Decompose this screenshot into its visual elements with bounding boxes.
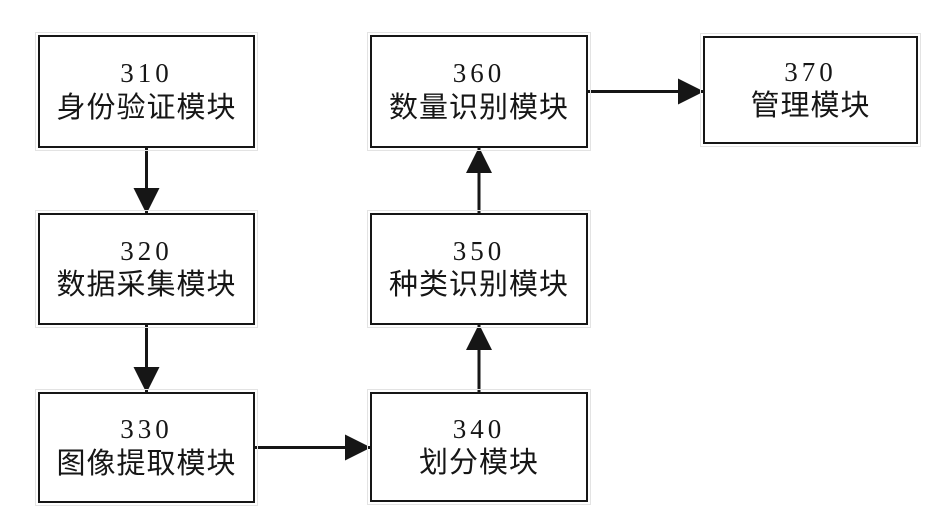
node-370: 370 管理模块: [700, 33, 921, 147]
node-340: 340 划分模块: [367, 389, 591, 505]
node-330: 330 图像提取模块: [35, 389, 258, 506]
node-number: 370: [784, 56, 837, 87]
node-number: 320: [120, 235, 173, 266]
node-label: 数量识别模块: [388, 91, 569, 124]
node-number: 360: [452, 58, 506, 89]
node-label: 种类识别模块: [388, 269, 569, 302]
node-label: 图像提取模块: [56, 447, 237, 480]
node-360: 360 数量识别模块: [367, 32, 591, 151]
node-310: 310 身份验证模块: [35, 32, 258, 151]
node-number: 350: [452, 235, 506, 266]
node-number: 310: [120, 58, 173, 89]
node-label: 划分模块: [418, 447, 539, 480]
node-number: 340: [452, 413, 506, 444]
node-label: 数据采集模块: [56, 269, 237, 302]
node-320: 320 数据采集模块: [35, 210, 258, 328]
node-label: 身份验证模块: [56, 91, 237, 124]
node-label: 管理模块: [750, 90, 871, 123]
node-350: 350 种类识别模块: [367, 210, 591, 328]
node-number: 330: [120, 414, 173, 445]
